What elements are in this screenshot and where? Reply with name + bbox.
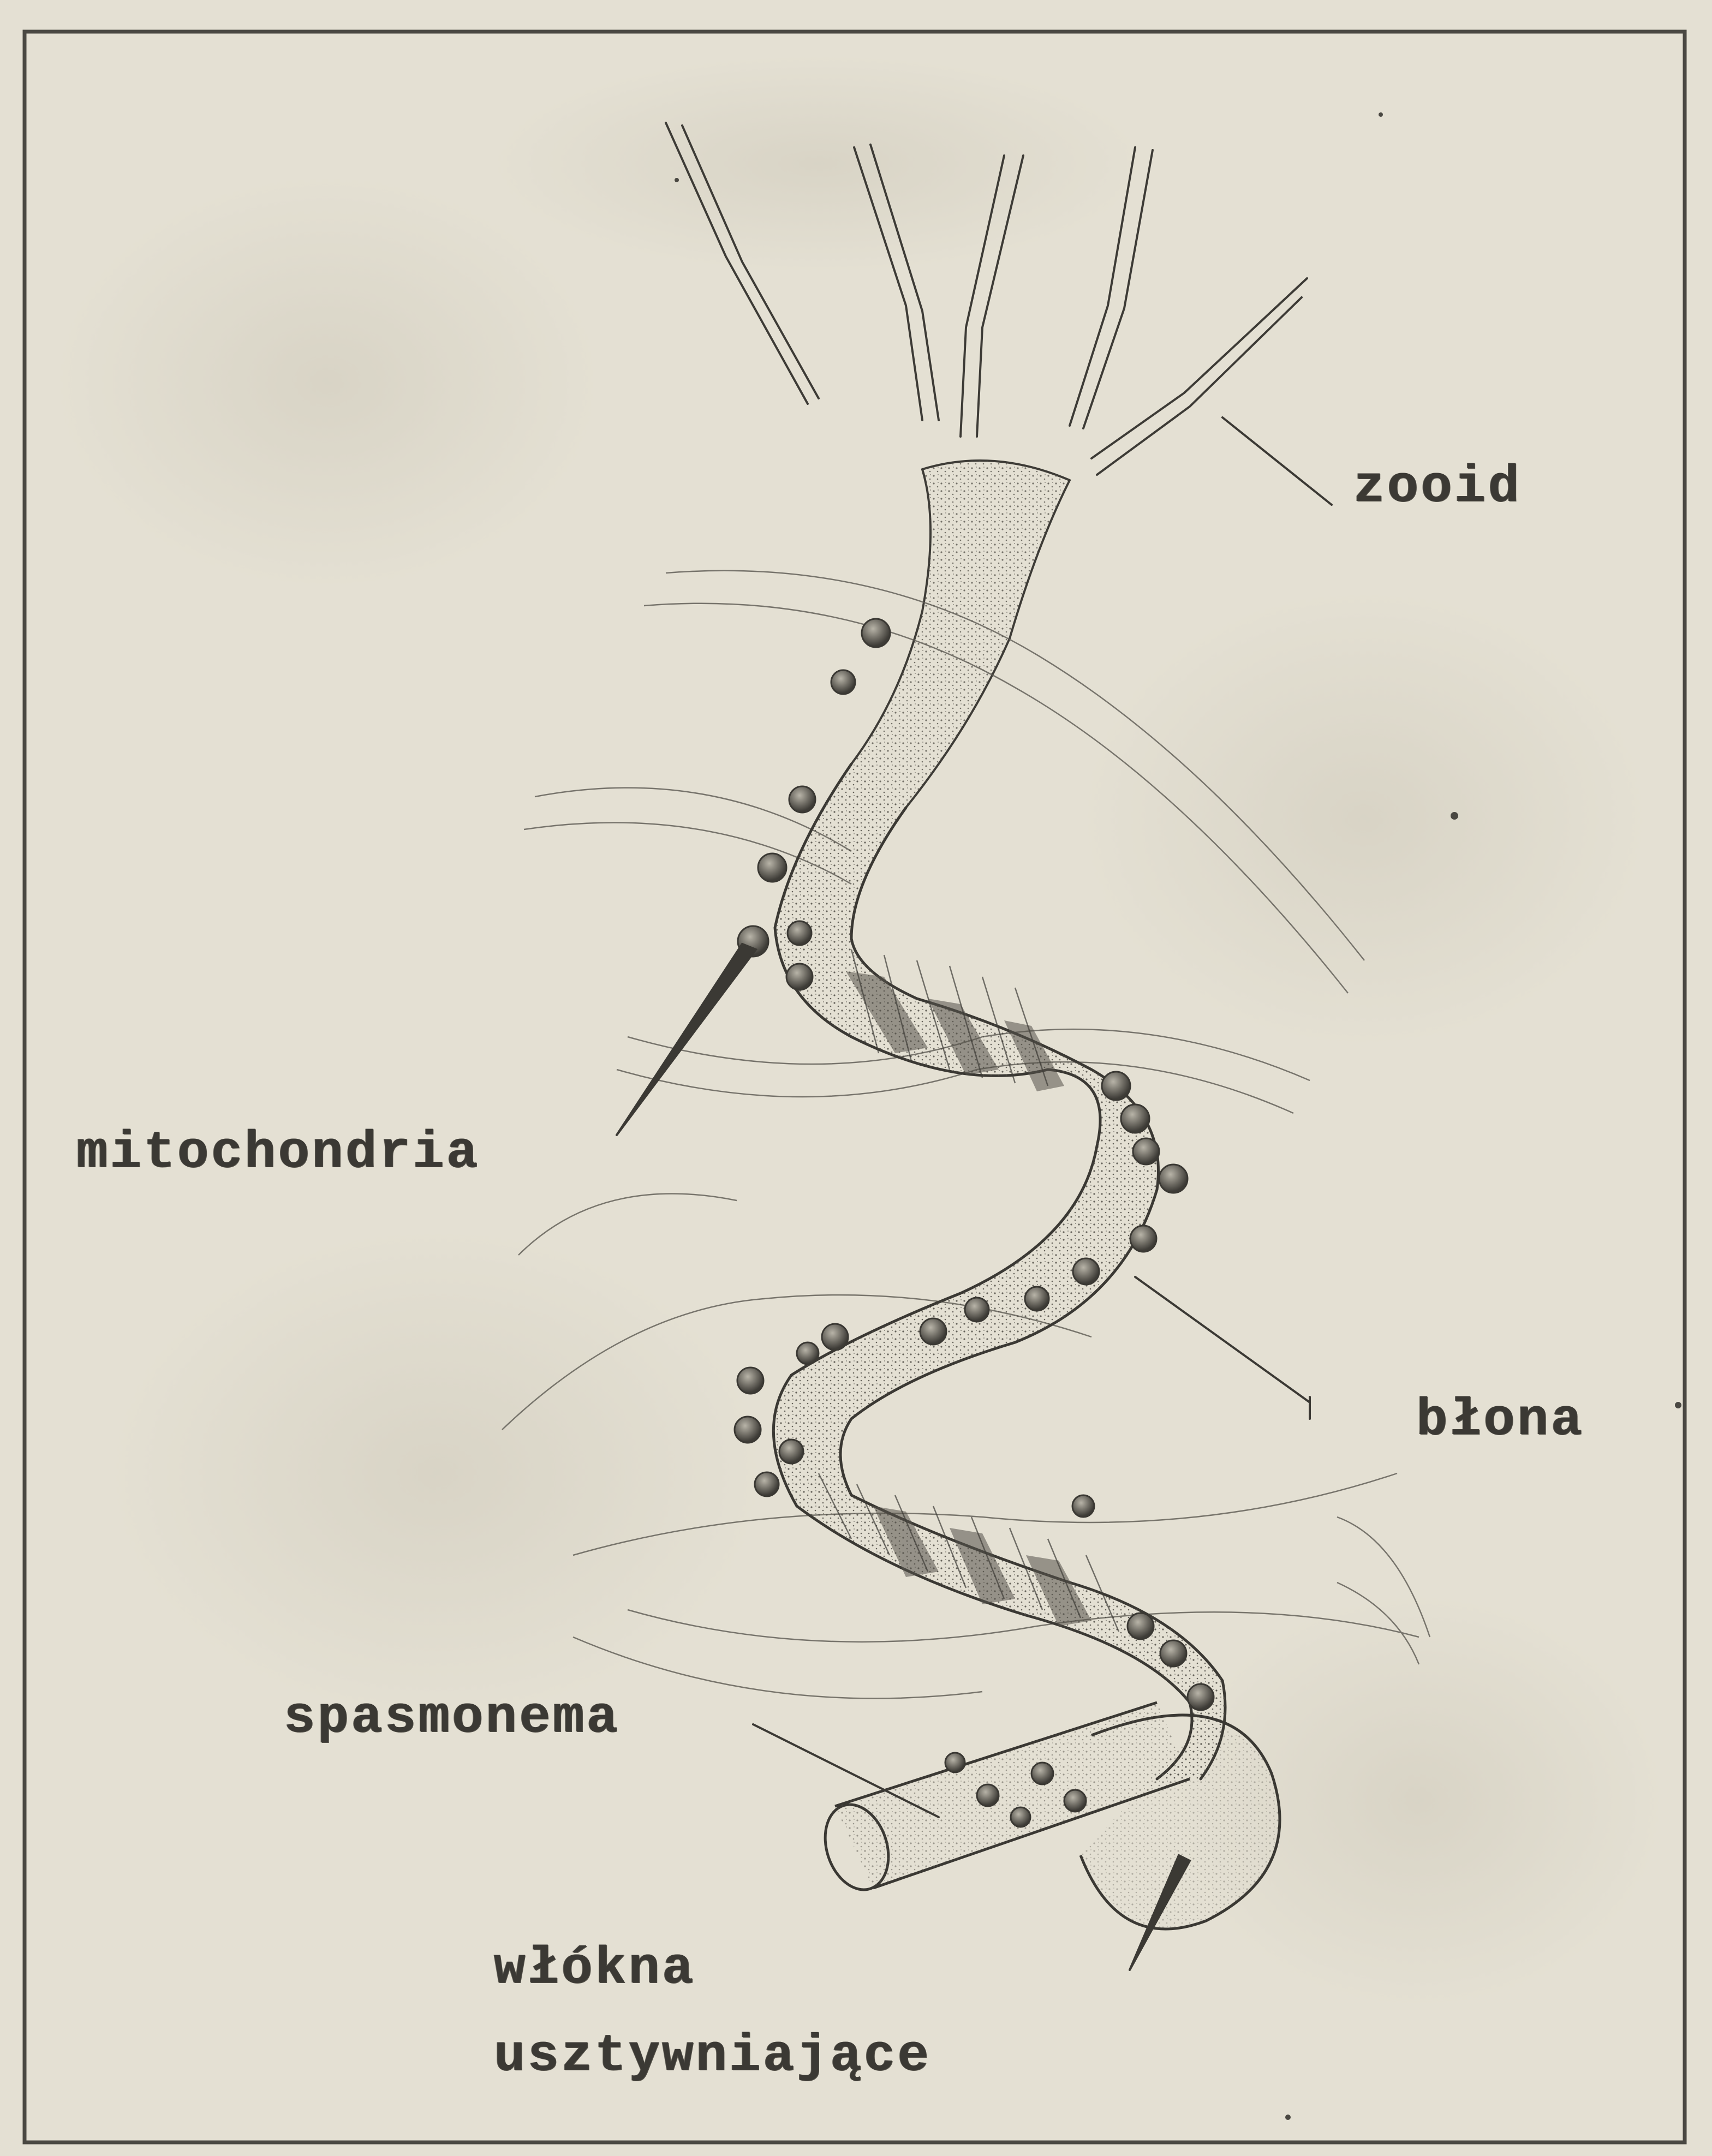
label-zooid: zooid (1353, 461, 1522, 513)
label-wlokna-line1: włókna (494, 1943, 696, 1995)
label-mitochondria: mitochondria (76, 1127, 480, 1179)
label-spasmonema: spasmonema (284, 1692, 620, 1744)
label-wlokna-line2: usztywniające (494, 2030, 931, 2082)
label-blona: błona (1416, 1394, 1584, 1447)
